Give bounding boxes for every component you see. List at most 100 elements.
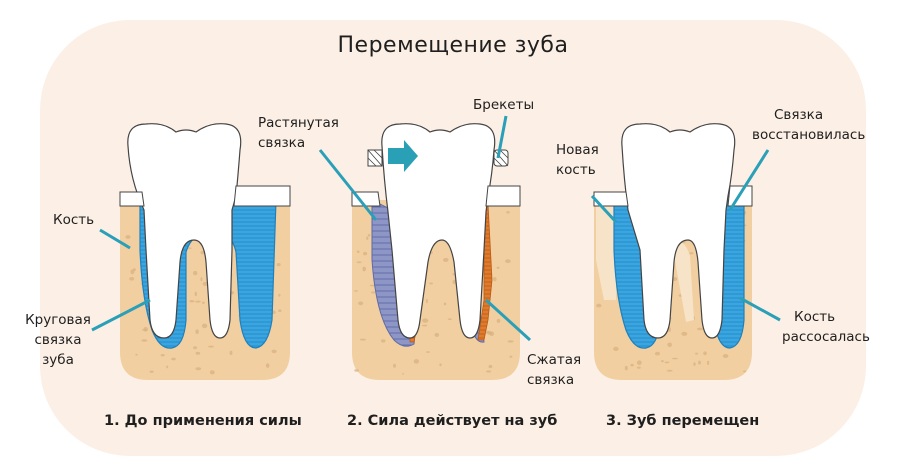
pointer-resorbed xyxy=(739,296,781,322)
bone-pore xyxy=(636,366,641,369)
bone-pore xyxy=(135,353,138,356)
gum-left xyxy=(593,191,629,207)
gum-right xyxy=(233,185,291,207)
bone-pore xyxy=(630,363,634,367)
bone-pore xyxy=(509,355,513,358)
bone-pore xyxy=(187,247,192,250)
bone-pore xyxy=(624,365,628,371)
bone-pore xyxy=(278,293,281,297)
bone-pore xyxy=(363,251,368,256)
label-line: рассосалась xyxy=(782,329,870,345)
bone-pore xyxy=(195,329,199,335)
label-line: Растянутая xyxy=(258,115,339,131)
label-bone-resorbed: Кость рассосалась xyxy=(782,307,870,347)
bone-pore xyxy=(265,363,270,368)
bone-pore xyxy=(195,367,202,371)
bone-pore xyxy=(505,259,511,264)
bone-pore xyxy=(362,266,367,272)
caption-panel-3: 3. Зуб перемещен xyxy=(606,413,760,429)
pointer-ligament xyxy=(91,298,151,332)
bone-pore xyxy=(506,211,510,214)
bone-pore xyxy=(193,346,198,350)
caption-panel-2: 2. Сила действует на зуб xyxy=(347,413,558,429)
bone-pore xyxy=(359,338,367,341)
bone-pore xyxy=(271,349,277,354)
bone-pore xyxy=(666,369,673,372)
bone-pore xyxy=(439,363,442,367)
bone-pore xyxy=(452,273,455,276)
label-line: связка xyxy=(258,135,306,151)
bone-pore xyxy=(402,373,405,375)
bone-pore xyxy=(278,309,282,313)
bone-pore xyxy=(125,235,131,239)
bone-pore xyxy=(195,351,201,355)
bone-pore xyxy=(596,303,602,308)
diagram-title: Перемещение зуба xyxy=(337,33,569,58)
bone-pore xyxy=(366,236,369,240)
bone-pore xyxy=(143,327,148,332)
bone-pore xyxy=(681,331,688,336)
bone-pore xyxy=(496,318,501,323)
label-circular-ligament: Круговая связка зуба xyxy=(20,310,96,370)
bone-pore xyxy=(664,361,670,364)
bone-pore xyxy=(613,346,619,351)
bone-pore xyxy=(354,369,359,372)
bone-pore xyxy=(697,327,703,331)
force-arrow xyxy=(388,140,418,172)
label-line: Связка xyxy=(774,107,824,123)
bone-pore xyxy=(129,277,135,281)
label-line: Кость xyxy=(794,309,836,325)
bone-pore xyxy=(434,332,440,337)
bone-pore xyxy=(429,282,433,285)
label-line: связка xyxy=(527,372,575,388)
bone-pore xyxy=(141,339,148,342)
panel-1-illustration xyxy=(91,123,291,380)
bone-pore xyxy=(356,261,362,264)
bone-pore xyxy=(654,351,661,356)
bone-pore xyxy=(369,284,376,287)
bone-pore xyxy=(671,357,679,360)
bone-pore xyxy=(202,301,205,304)
pointer-restored xyxy=(728,149,770,211)
bone-pore xyxy=(194,300,201,303)
bone-pore xyxy=(421,324,428,327)
pointer-compressed xyxy=(484,298,532,342)
bone-pore xyxy=(189,300,195,303)
bone-pore xyxy=(743,370,747,373)
bone-pore xyxy=(703,351,707,356)
caption-panel-1: 1. До применения силы xyxy=(104,413,302,429)
label-line: Круговая xyxy=(25,312,91,328)
bone-pore xyxy=(426,351,430,353)
label-line: кость xyxy=(556,162,596,178)
bone-pore xyxy=(695,352,699,355)
bone-pore xyxy=(722,354,729,358)
bone-pore xyxy=(194,291,197,297)
bone-pore xyxy=(200,277,203,282)
bone-pore xyxy=(661,360,664,363)
bone-pore xyxy=(166,365,169,369)
new-bone-inner xyxy=(672,241,694,322)
gum-left xyxy=(351,191,381,207)
bone-pore xyxy=(689,252,694,255)
bone-pore xyxy=(485,370,492,373)
bone-pore xyxy=(149,370,154,373)
bone-pore xyxy=(380,339,386,343)
bone-pore xyxy=(371,291,375,294)
panel-3-illustration xyxy=(590,123,781,380)
bone-pore xyxy=(354,290,358,292)
tooth xyxy=(621,123,736,339)
bone-pore xyxy=(443,302,447,306)
bone-pore xyxy=(193,270,198,276)
label-line: связка xyxy=(34,332,82,348)
label-bone: Кость xyxy=(53,212,95,228)
label-braces: Брекеты xyxy=(473,97,535,113)
pointer-bone xyxy=(99,228,131,250)
tooth xyxy=(127,123,242,339)
bone-pore xyxy=(698,360,701,365)
bone-pore xyxy=(493,277,497,282)
bone-pore xyxy=(208,345,214,348)
label-compressed-ligament: Сжатая связка xyxy=(527,350,581,390)
bone-pore xyxy=(425,298,428,304)
bone-pore xyxy=(443,257,449,262)
